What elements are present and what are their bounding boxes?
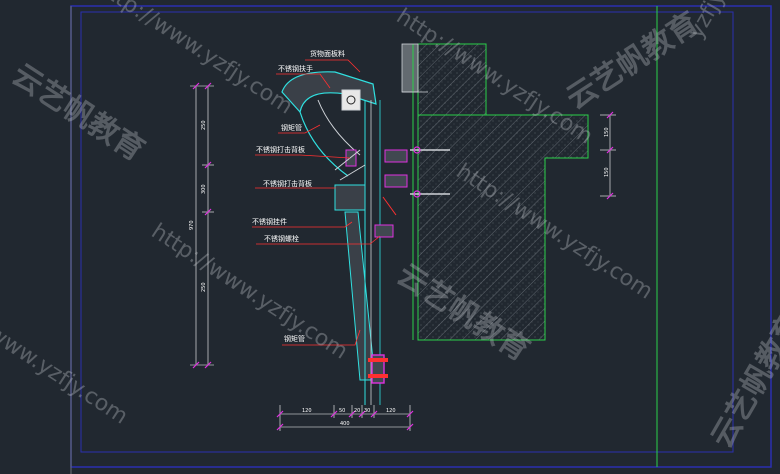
- top-slab: [401, 43, 419, 93]
- dim-bottom-2: 50: [339, 408, 345, 414]
- right-dimension-ticks: [606, 111, 614, 200]
- drawing-frame-inner: [80, 11, 734, 453]
- watermark-brand-1: 云艺帆教育: [6, 57, 151, 168]
- dim-left-3: 970: [189, 220, 195, 230]
- dim-bottom-total: 400: [340, 421, 350, 427]
- annotation-6: 不锈钢挂件: [252, 217, 287, 226]
- watermark-url-2: http://www.yzfjy.com: [147, 219, 352, 364]
- dim-bottom-5: 120: [386, 408, 396, 414]
- bottom-dimension-ticks: [276, 410, 414, 431]
- leader-lines: [252, 59, 381, 346]
- dim-left-1: 250: [201, 120, 207, 130]
- dim-left-4: 250: [201, 282, 207, 292]
- annotation-5: 不锈钢打击背板: [263, 179, 312, 188]
- dim-bottom-4: 30: [364, 408, 370, 414]
- annotation-2: 不锈钢扶手: [278, 64, 313, 73]
- watermark-url-5: http://www.yzfjy.com: [0, 284, 132, 429]
- dim-right-1: 150: [604, 127, 610, 137]
- dim-bottom-3: 20: [354, 408, 360, 414]
- annotation-1: 货物面板料: [310, 49, 345, 58]
- dim-bottom-1: 120: [302, 408, 312, 414]
- concrete-wall: [402, 43, 589, 341]
- dim-left-2: 300: [201, 184, 207, 194]
- right-dimension-chain: [600, 114, 616, 197]
- annotation-7: 不锈钢螺栓: [264, 234, 299, 243]
- railing-profile: [281, 71, 450, 405]
- annotation-3: 钢矩管: [281, 123, 302, 132]
- annotation-8: 钢矩管: [284, 334, 305, 343]
- watermark-url-1: http://www.yzfjy.com: [92, 0, 297, 120]
- watermark-brand-3: 云艺帆教育: [560, 6, 705, 117]
- watermark-brand-4: 云艺帆教育: [705, 307, 780, 454]
- left-dimension-chain: [190, 85, 214, 366]
- left-dimension-ticks: [192, 82, 212, 369]
- annotation-4: 不锈钢打击背板: [256, 145, 305, 154]
- dim-right-2: 150: [604, 167, 610, 177]
